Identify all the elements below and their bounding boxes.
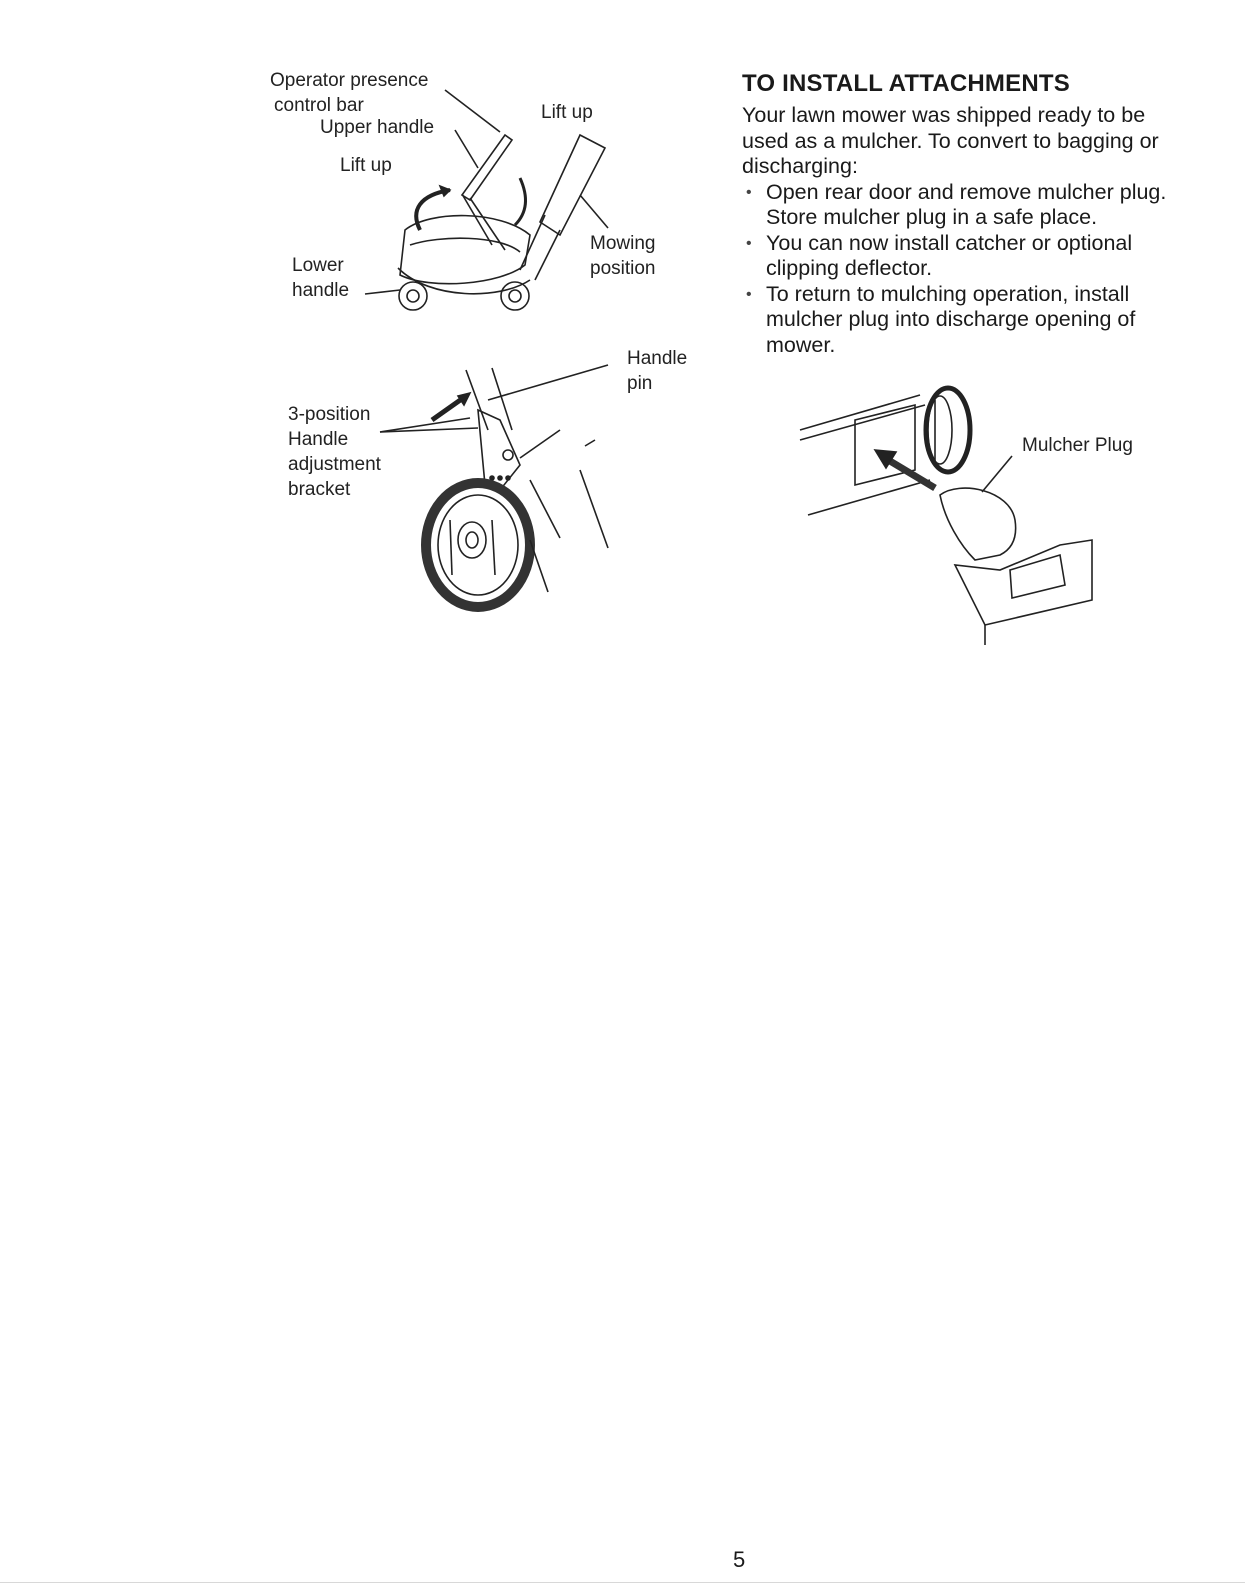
adjustment-label: adjustment bbox=[288, 454, 381, 475]
mulcher-plug-label: Mulcher Plug bbox=[1022, 435, 1133, 456]
list-item: You can now install catcher or optional … bbox=[742, 231, 1192, 282]
list-item: To return to mulching operation, install… bbox=[742, 282, 1192, 359]
upper-handle-label: Upper handle bbox=[320, 117, 435, 138]
bottom-divider bbox=[0, 1582, 1245, 1583]
lift-up-label-left: Lift up bbox=[340, 155, 392, 176]
mowing-label: Mowing bbox=[590, 233, 656, 254]
page-number: 5 bbox=[733, 1547, 746, 1572]
mulcher-plug-illustration bbox=[799, 385, 1093, 645]
instruction-list: Open rear door and remove mulcher plug. … bbox=[742, 180, 1192, 359]
bracket-handle-label: Handle bbox=[288, 429, 349, 450]
bracket-wheel-illustration bbox=[379, 364, 609, 612]
section-heading: TO INSTALL ATTACHMENTS bbox=[742, 70, 1070, 97]
three-position-label: 3-position bbox=[288, 404, 371, 425]
mower-handle-illustration bbox=[364, 89, 609, 311]
section-body: Your lawn mower was shipped ready to be … bbox=[742, 103, 1192, 358]
list-item: Open rear door and remove mulcher plug. … bbox=[742, 180, 1192, 231]
control-bar-label: control bar bbox=[274, 95, 364, 116]
bracket-label: bracket bbox=[288, 479, 351, 500]
operator-presence-label: Operator presence bbox=[270, 70, 429, 91]
position-label: position bbox=[590, 258, 656, 279]
handle-pin-label-2: pin bbox=[627, 373, 653, 394]
lift-up-label-right: Lift up bbox=[541, 102, 593, 123]
handle-pin-label-1: Handle bbox=[627, 348, 688, 369]
lower-handle-label: handle bbox=[292, 280, 350, 301]
intro-paragraph: Your lawn mower was shipped ready to be … bbox=[742, 103, 1159, 178]
lower-label: Lower bbox=[292, 255, 344, 276]
